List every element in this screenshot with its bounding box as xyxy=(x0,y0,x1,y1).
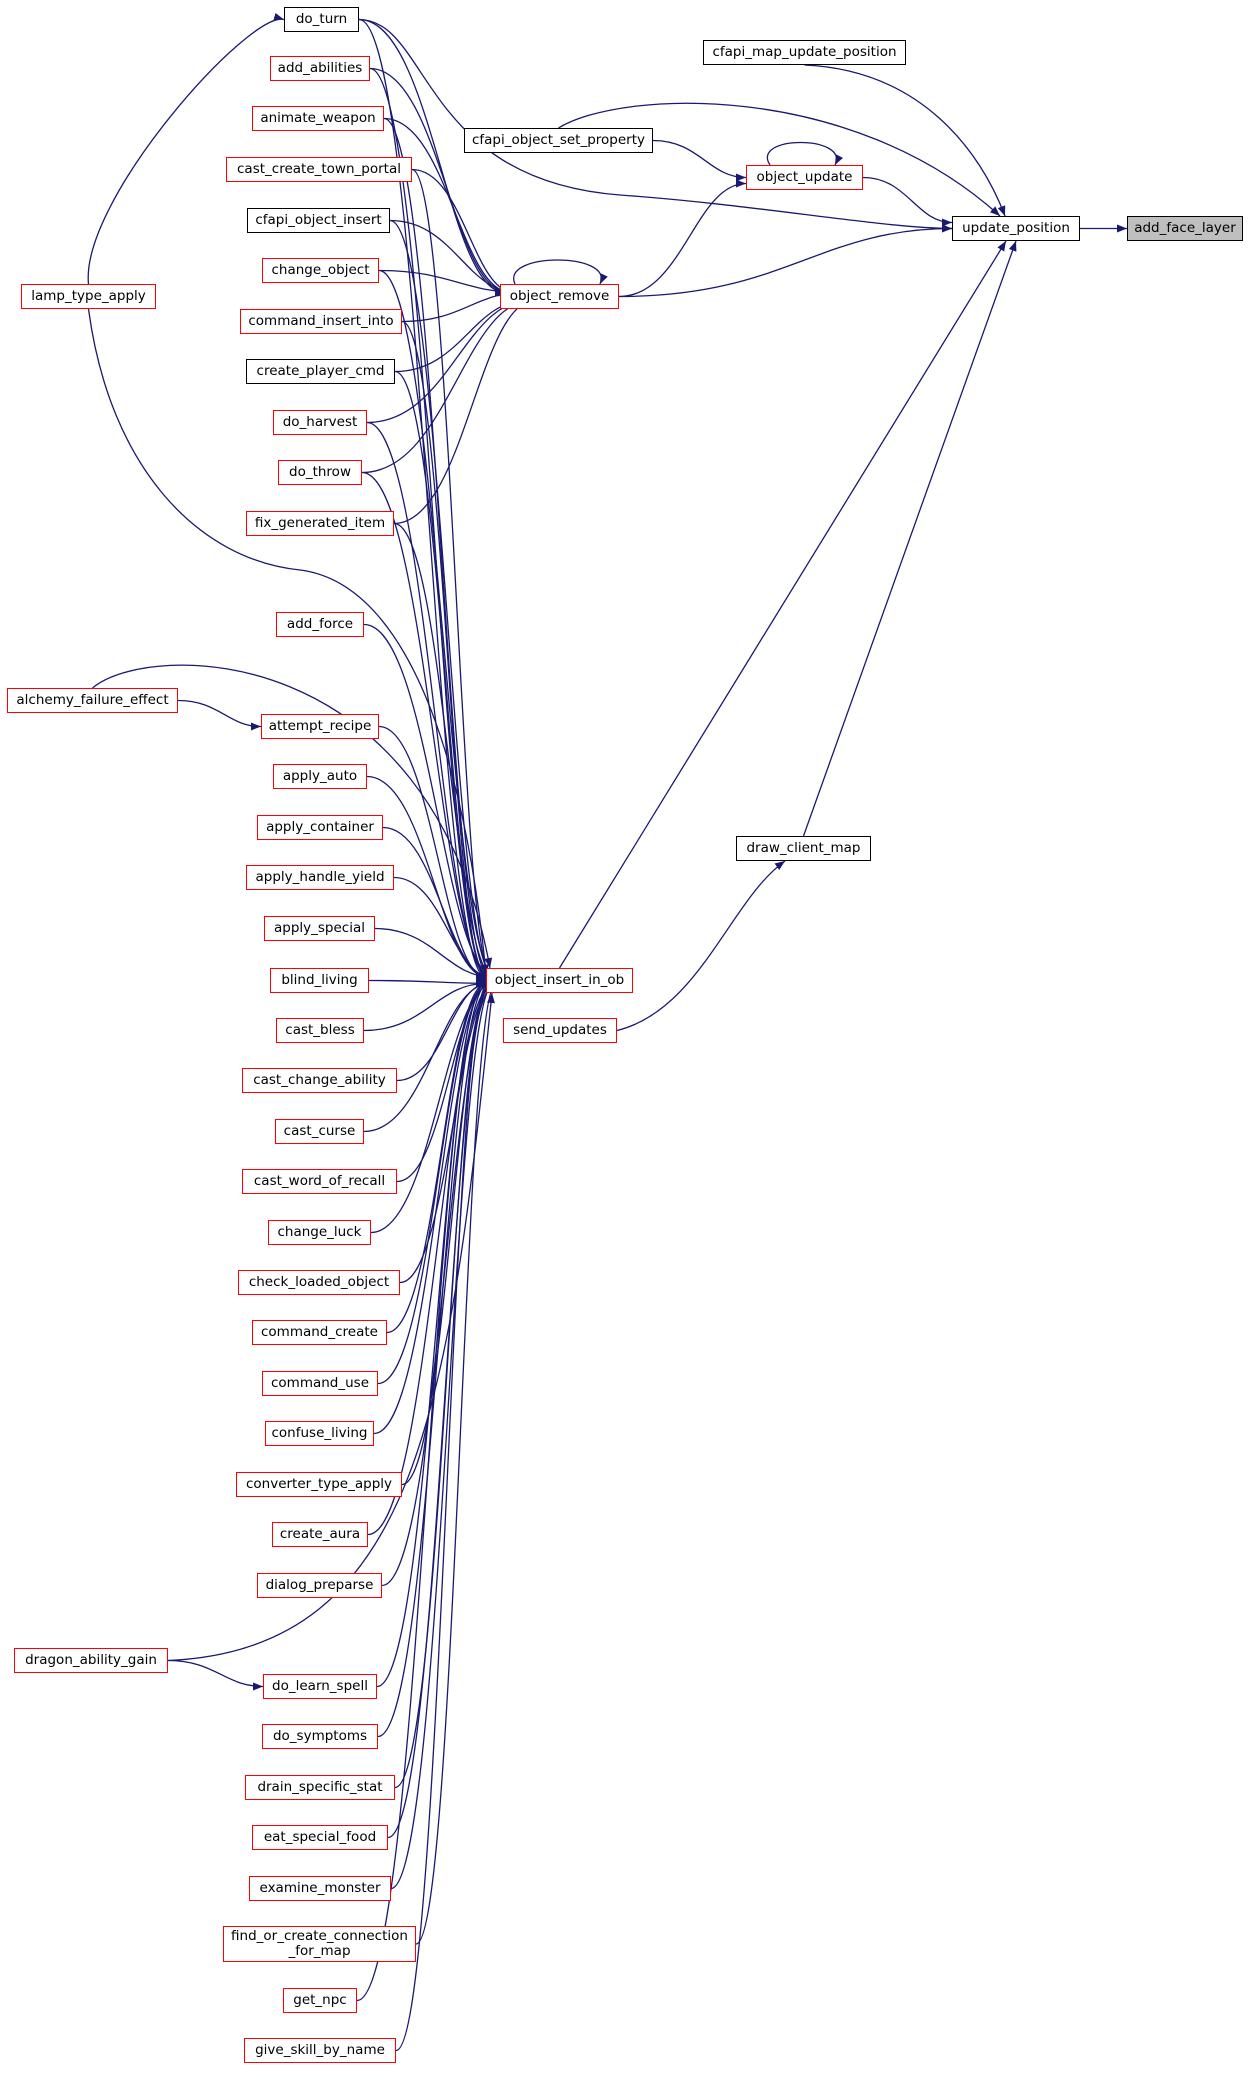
node-do-throw[interactable]: do_throw xyxy=(278,460,362,485)
node-attempt-recipe[interactable]: attempt_recipe xyxy=(261,714,379,739)
edge-find_or_create_connection_for_map-to-object_insert_in_ob xyxy=(415,979,497,1945)
node-apply-special[interactable]: apply_special xyxy=(264,916,375,941)
node-give-skill-by-name[interactable]: give_skill_by_name xyxy=(244,2038,396,2063)
node-object-remove[interactable]: object_remove xyxy=(500,284,619,309)
node-cast-bless[interactable]: cast_bless xyxy=(276,1018,364,1043)
edge-command_create-to-object_insert_in_ob xyxy=(386,979,487,1334)
node-command-insert-into[interactable]: command_insert_into xyxy=(240,309,402,334)
edge-object_remove-to-update_position xyxy=(618,224,953,298)
edge-cast_bless-to-object_insert_in_ob xyxy=(363,979,487,1032)
edge-animate_weapon-to-object_remove xyxy=(383,117,512,297)
node-create-player-cmd[interactable]: create_player_cmd xyxy=(246,359,395,384)
node-dialog-preparse[interactable]: dialog_preparse xyxy=(257,1573,382,1598)
edge-cfapi_map_update_position-to-update_position xyxy=(804,64,1006,217)
edge-lamp_type_apply-to-object_insert_in_ob xyxy=(87,308,490,975)
edge-cfapi_object_set_property-to-object_update xyxy=(652,139,747,182)
node-examine-monster[interactable]: examine_monster xyxy=(249,1876,391,1901)
edge-object_update-to-object_update xyxy=(766,141,844,166)
node-do-harvest[interactable]: do_harvest xyxy=(273,410,367,435)
node-cfapi-object-set-property[interactable]: cfapi_object_set_property xyxy=(464,128,653,153)
node-animate-weapon[interactable]: animate_weapon xyxy=(252,106,384,131)
node-apply-auto[interactable]: apply_auto xyxy=(273,764,367,789)
edge-do_turn-to-object_remove xyxy=(358,18,506,297)
edge-eat_special_food-to-object_insert_in_ob xyxy=(387,979,493,1839)
edge-do_turn-to-update_position xyxy=(358,18,953,233)
node-cast-curse[interactable]: cast_curse xyxy=(275,1119,364,1144)
node-command-use[interactable]: command_use xyxy=(262,1371,378,1396)
node-apply-handle-yield[interactable]: apply_handle_yield xyxy=(246,865,394,890)
edge-cast_curse-to-object_insert_in_ob xyxy=(363,979,491,1133)
edge-send_updates-to-draw_client_map xyxy=(616,860,786,1032)
node-converter-type-apply[interactable]: converter_type_apply xyxy=(236,1472,402,1497)
node-confuse-living[interactable]: confuse_living xyxy=(265,1421,374,1446)
node-draw-client-map[interactable]: draw_client_map xyxy=(736,836,871,861)
edge-object_remove-to-object_remove xyxy=(513,259,608,285)
node-object-update[interactable]: object_update xyxy=(746,165,863,190)
node-change-object[interactable]: change_object xyxy=(262,258,379,283)
edge-create_player_cmd-to-object_insert_in_ob xyxy=(394,370,489,982)
node-add-face-layer: add_face_layer xyxy=(1127,216,1243,241)
node-lamp-type-apply[interactable]: lamp_type_apply xyxy=(21,284,156,309)
node-find-or-create-connection-for-map[interactable]: find_or_create_connection _for_map xyxy=(223,1926,416,1962)
node-do-turn[interactable]: do_turn xyxy=(284,7,359,32)
node-dragon-ability-gain[interactable]: dragon_ability_gain xyxy=(14,1648,168,1673)
node-get-npc[interactable]: get_npc xyxy=(283,1988,357,2013)
edge-dragon_ability_gain-to-do_learn_spell xyxy=(167,1659,264,1691)
node-object-insert-in-ob[interactable]: object_insert_in_ob xyxy=(486,968,633,993)
node-apply-container[interactable]: apply_container xyxy=(257,815,383,840)
edge-object_remove-to-object_update xyxy=(618,179,747,298)
node-update-position[interactable]: update_position xyxy=(952,216,1080,241)
edge-cfapi_object_insert-to-object_insert_in_ob xyxy=(389,219,495,982)
edge-alchemy_failure_effect-to-attempt_recipe xyxy=(177,699,262,731)
node-cast-create-town-portal[interactable]: cast_create_town_portal xyxy=(226,157,412,182)
edge-do_turn-to-object_insert_in_ob xyxy=(358,18,487,982)
edge-add_force-to-object_insert_in_ob xyxy=(363,623,497,982)
node-add-force[interactable]: add_force xyxy=(276,612,364,637)
edge-do_symptoms-to-object_insert_in_ob xyxy=(377,979,489,1738)
edge-give_skill_by_name-to-object_insert_in_ob xyxy=(395,979,489,2052)
node-do-symptoms[interactable]: do_symptoms xyxy=(262,1724,378,1749)
node-do-learn-spell[interactable]: do_learn_spell xyxy=(263,1674,377,1699)
node-cfapi-map-update-position[interactable]: cfapi_map_update_position xyxy=(703,40,906,65)
node-cast-word-of-recall[interactable]: cast_word_of_recall xyxy=(242,1169,397,1194)
edge-object_update-to-update_position xyxy=(862,176,953,227)
node-drain-specific-stat[interactable]: drain_specific_stat xyxy=(245,1775,395,1800)
edge-cfapi_object_set_property-to-update_position xyxy=(558,102,1001,217)
edge-command_use-to-object_insert_in_ob xyxy=(377,979,489,1385)
node-send-updates[interactable]: send_updates xyxy=(503,1018,617,1043)
edge-examine_monster-to-object_insert_in_ob xyxy=(390,979,495,1890)
node-add-abilities[interactable]: add_abilities xyxy=(270,56,370,81)
node-fix-generated-item[interactable]: fix_generated_item xyxy=(246,511,394,536)
node-cfapi-object-insert[interactable]: cfapi_object_insert xyxy=(247,208,390,233)
node-alchemy-failure-effect[interactable]: alchemy_failure_effect xyxy=(7,688,178,713)
node-change-luck[interactable]: change_luck xyxy=(268,1220,371,1245)
edge-fix_generated_item-to-object_remove xyxy=(393,296,536,525)
edge-apply_handle_yield-to-object_insert_in_ob xyxy=(393,876,493,982)
edge-cast_create_town_portal-to-object_insert_in_ob xyxy=(411,168,493,982)
edge-draw_client_map-to-update_position xyxy=(802,240,1017,837)
node-cast-change-ability[interactable]: cast_change_ability xyxy=(242,1068,397,1093)
node-create-aura[interactable]: create_aura xyxy=(272,1522,368,1547)
edge-apply_auto-to-object_insert_in_ob xyxy=(366,775,489,982)
edge-lamp_type_apply-to-do_turn xyxy=(87,13,285,285)
node-check-loaded-object[interactable]: check_loaded_object xyxy=(238,1270,400,1295)
node-blind-living[interactable]: blind_living xyxy=(270,968,369,993)
edge-add_abilities-to-object_remove xyxy=(369,67,509,297)
edge-add_abilities-to-object_insert_in_ob xyxy=(369,67,489,982)
edge-object_insert_in_ob-to-update_position xyxy=(558,240,1007,969)
edge-dragon_ability_gain-to-object_insert_in_ob xyxy=(167,992,495,1662)
node-eat-special-food[interactable]: eat_special_food xyxy=(252,1825,388,1850)
edge-fix_generated_item-to-object_insert_in_ob xyxy=(393,522,495,982)
edge-create_aura-to-object_insert_in_ob xyxy=(367,979,495,1536)
edge-alchemy_failure_effect-to-object_insert_in_ob xyxy=(92,664,493,969)
edge-apply_special-to-object_insert_in_ob xyxy=(374,927,495,982)
node-command-create[interactable]: command_create xyxy=(252,1320,387,1345)
